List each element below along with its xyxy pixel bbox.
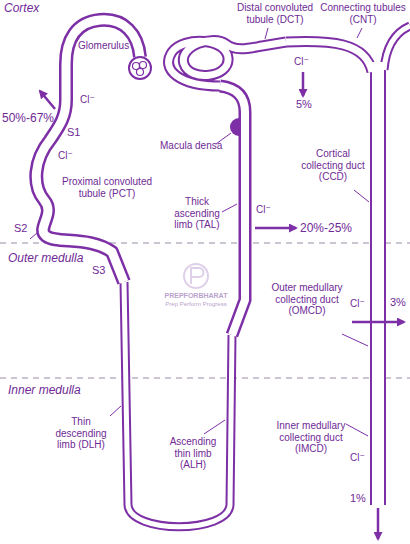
ion-label: Cl⁻ — [80, 94, 95, 106]
ion-label: Cl⁻ — [350, 452, 365, 464]
percentage-label: 3% — [390, 296, 406, 309]
zone-boundary — [0, 378, 410, 379]
percentage-label: 50%-67% — [2, 112, 54, 126]
watermark: PREPFORBHARAT — [160, 292, 232, 300]
part-label: Glomerulus — [78, 40, 129, 52]
part-label: Cortical collecting duct (CCD) — [298, 148, 368, 183]
part-label: Connecting tubules (CNT) — [320, 2, 406, 25]
part-label: Macula densa — [160, 140, 222, 152]
part-label: Distal convoluted tubule (DCT) — [230, 2, 320, 25]
part-label: Outer medullary collecting duct (OMCD) — [268, 282, 346, 317]
segment-label: S1 — [67, 126, 80, 139]
region-label: Inner medulla — [8, 384, 81, 398]
watermark-logo — [191, 268, 204, 284]
percentage-label: 1% — [350, 492, 366, 505]
percentage-label: 20%-25% — [300, 222, 352, 236]
part-label: Proximal convoluted tubule (PCT) — [58, 176, 156, 199]
region-label: Outer medulla — [8, 252, 83, 266]
ion-label: Cl⁻ — [350, 298, 365, 310]
part-label: Thick ascending limb (TAL) — [166, 196, 228, 231]
segment-label: S2 — [14, 222, 27, 235]
tubule-lumen — [36, 20, 410, 527]
tubule-wall — [36, 20, 410, 527]
part-label: Inner medullary collecting duct (IMCD) — [270, 420, 352, 455]
region-label: Cortex — [4, 2, 39, 16]
transport-arrows — [40, 72, 404, 539]
watermark-logo — [184, 264, 208, 288]
percentage-label: 5% — [296, 98, 312, 111]
watermark: Prep Perform Progress — [156, 301, 236, 308]
glomerulus — [129, 57, 151, 79]
part-label: Thin descending limb (DLH) — [46, 416, 116, 451]
segment-label: S3 — [92, 264, 105, 277]
leader-lines — [30, 28, 369, 436]
macula-densa — [230, 118, 239, 136]
ion-label: Cl⁻ — [256, 204, 271, 216]
ion-label: Cl⁻ — [294, 56, 309, 68]
part-label: Ascending thin limb (ALH) — [164, 436, 222, 471]
ion-label: Cl⁻ — [58, 150, 73, 162]
